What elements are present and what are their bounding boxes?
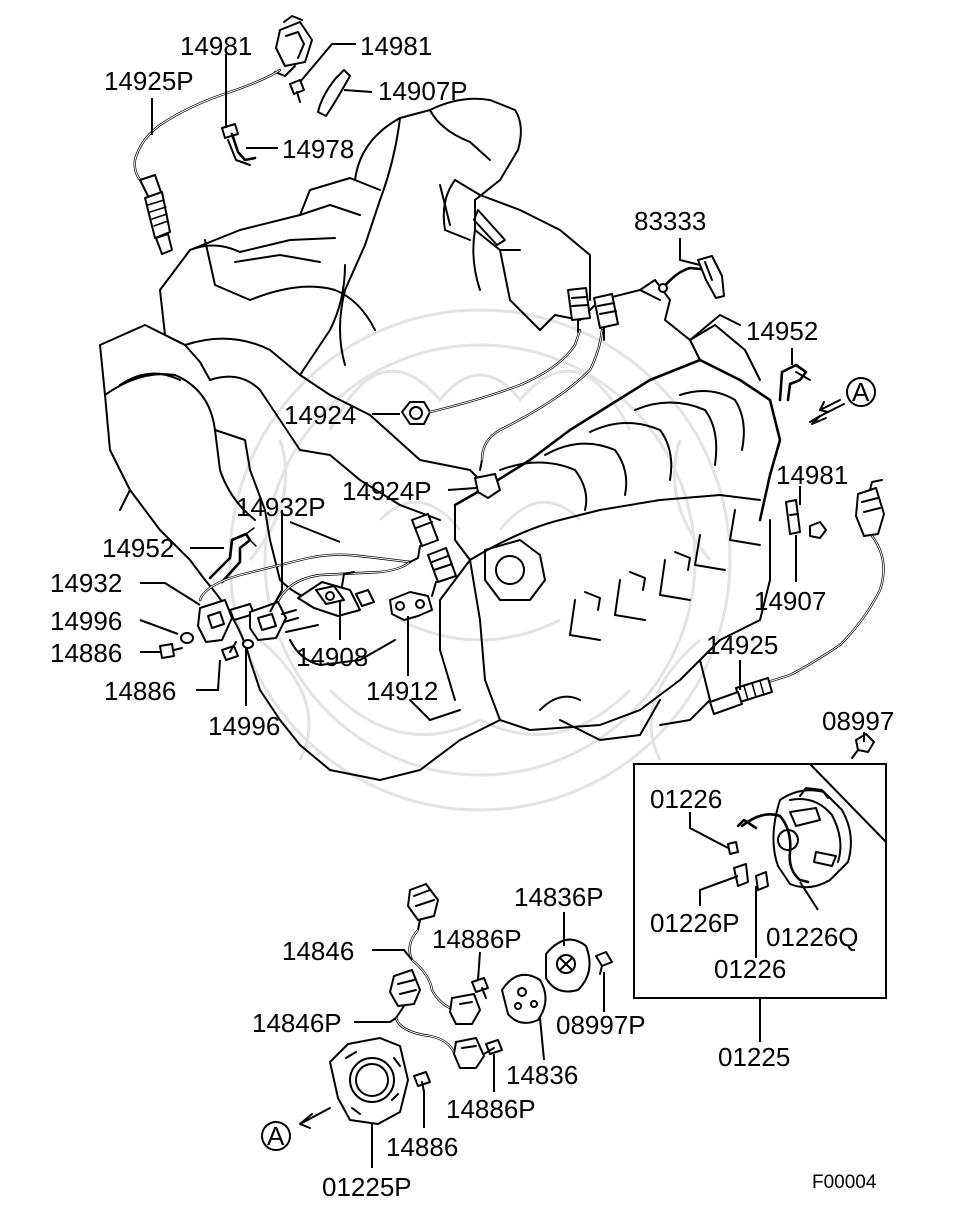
bolt-14886-a bbox=[159, 643, 183, 659]
oxygen-sensor-downstream bbox=[709, 479, 885, 715]
oxygen-sensor-upstream bbox=[133, 15, 313, 255]
sensor-bracket-14908 bbox=[297, 571, 375, 617]
leader-lines bbox=[139, 43, 865, 1168]
callout-14886-bottom: 14886 bbox=[386, 1132, 458, 1162]
bolt-14981-top bbox=[289, 79, 305, 103]
callout-08997: 08997 bbox=[822, 706, 894, 736]
rotor-plate-14836P bbox=[545, 938, 591, 993]
watermark-emblem bbox=[228, 308, 732, 812]
callout-14846: 14846 bbox=[282, 936, 354, 966]
callout-labels: 14981 14981 14925P 14907P 14978 83333 14… bbox=[50, 31, 894, 1202]
view-marker-label-right: A bbox=[852, 377, 870, 407]
bolt-08997 bbox=[851, 733, 875, 759]
callout-14836P: 14836P bbox=[514, 882, 604, 912]
sensor-cluster-14932 bbox=[197, 599, 319, 643]
callout-14996-lower: 14996 bbox=[208, 711, 280, 741]
callout-14908: 14908 bbox=[296, 642, 368, 672]
sensor-harness-14846P bbox=[389, 969, 485, 1069]
housing-01225P bbox=[329, 1037, 409, 1125]
bolt-14886P-b bbox=[483, 1039, 503, 1055]
callout-14924: 14924 bbox=[284, 400, 356, 430]
callout-14886P-bottom: 14886P bbox=[446, 1094, 536, 1124]
bracket-14907P bbox=[317, 69, 351, 117]
bracket-14952-left bbox=[208, 527, 257, 584]
clamp-14978 bbox=[221, 123, 257, 166]
callout-14912: 14912 bbox=[366, 676, 438, 706]
bolt-14886-b bbox=[221, 641, 239, 661]
callout-14981-top-right: 14981 bbox=[360, 31, 432, 61]
callout-08997P: 08997P bbox=[556, 1010, 646, 1040]
callout-14907: 14907 bbox=[754, 586, 826, 616]
bolt-14886-c bbox=[413, 1071, 431, 1093]
callout-14996-left: 14996 bbox=[50, 606, 122, 636]
callout-14952-right: 14952 bbox=[746, 316, 818, 346]
callout-01226-top: 01226 bbox=[650, 784, 722, 814]
bracket-14912 bbox=[389, 591, 433, 621]
knock-sensor-14924 bbox=[401, 328, 582, 425]
callout-14981-right: 14981 bbox=[776, 460, 848, 490]
bracket-14907-right bbox=[785, 499, 801, 535]
callout-01226Q: 01226Q bbox=[766, 922, 859, 952]
callout-14836: 14836 bbox=[506, 1060, 578, 1090]
washer-14996-b bbox=[242, 639, 254, 649]
callout-14886-lower: 14886 bbox=[104, 676, 176, 706]
callout-01225: 01225 bbox=[718, 1042, 790, 1072]
figure-code: F00004 bbox=[812, 1172, 877, 1193]
bolt-08997P bbox=[595, 951, 613, 975]
harness-bracket-83333 bbox=[658, 255, 725, 299]
callout-14981-top-left: 14981 bbox=[180, 31, 252, 61]
bolt-14886P-a bbox=[471, 977, 489, 999]
callout-14932: 14932 bbox=[50, 568, 122, 598]
callout-01225P: 01225P bbox=[322, 1172, 412, 1202]
callout-14907P: 14907P bbox=[378, 76, 468, 106]
callout-14952-left: 14952 bbox=[102, 533, 174, 563]
callout-83333: 83333 bbox=[634, 206, 706, 236]
callout-01226P: 01226P bbox=[650, 908, 740, 938]
callout-14978: 14978 bbox=[282, 134, 354, 164]
callout-01226-bottom: 01226 bbox=[714, 954, 786, 984]
bolt-14981-right bbox=[809, 521, 827, 539]
sensor-harness-14846 bbox=[407, 883, 481, 1025]
view-marker-label-left: A bbox=[267, 1121, 285, 1151]
callout-14924P: 14924P bbox=[342, 476, 432, 506]
view-marker-a-left bbox=[261, 1107, 331, 1151]
detail-box-01225 bbox=[633, 763, 887, 999]
callout-14925: 14925 bbox=[706, 630, 778, 660]
knock-sensor-14924P bbox=[474, 328, 604, 499]
washer-14996-a bbox=[180, 632, 194, 644]
callout-14846P: 14846P bbox=[252, 1008, 342, 1038]
bracket-14952-right bbox=[778, 363, 811, 402]
callout-14932P: 14932P bbox=[236, 492, 326, 522]
callout-14886P-top: 14886P bbox=[432, 924, 522, 954]
rotor-plate-14836 bbox=[501, 973, 547, 1024]
view-marker-a-right bbox=[809, 377, 876, 425]
callout-14925P: 14925P bbox=[104, 66, 194, 96]
harness-connectors-center bbox=[567, 287, 619, 341]
callout-14886-left: 14886 bbox=[50, 638, 122, 668]
engine-block-outline bbox=[99, 97, 782, 781]
